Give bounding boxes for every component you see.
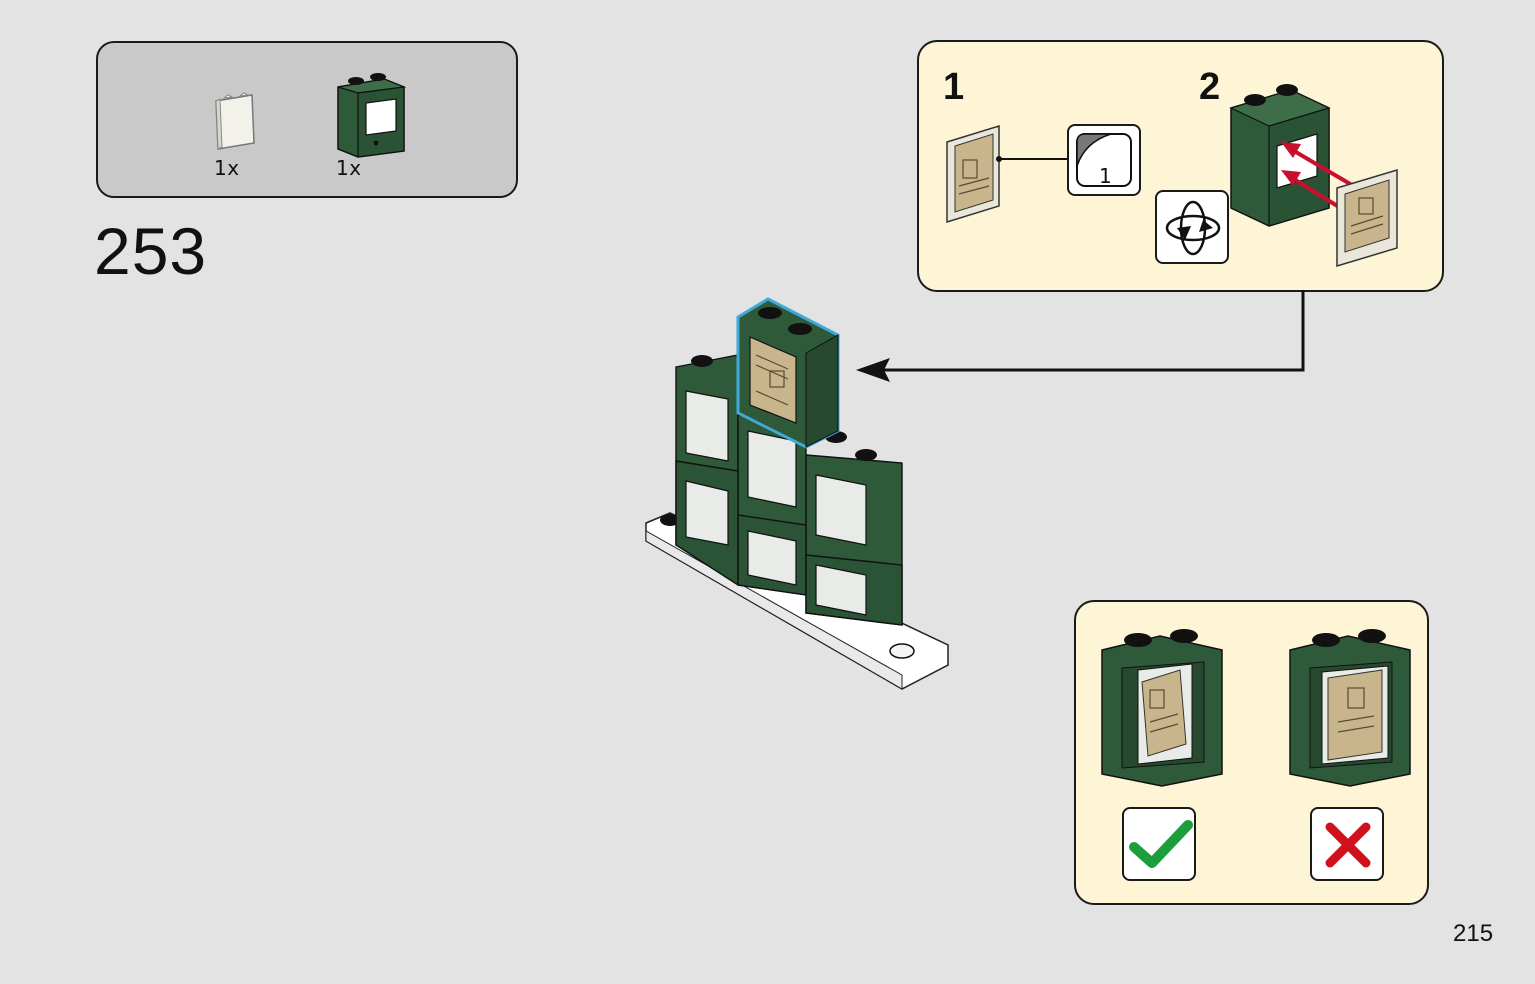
step-number: 253 (94, 214, 208, 288)
correct-orientation-illustration (1101, 629, 1223, 787)
red-x-icon (1325, 822, 1371, 868)
rotate-icon (1165, 200, 1221, 256)
window-frame-part-icon (337, 73, 407, 158)
glass-pane-part-icon (215, 92, 255, 150)
rotate-model-icon-box (1155, 190, 1229, 264)
sticker-pane-icon (946, 124, 1000, 224)
frame-insert-illustration (1229, 84, 1398, 268)
glass-pane-qty: 1x (214, 156, 240, 180)
sticker-number: 1 (1099, 164, 1112, 188)
correct-indicator-box (1122, 807, 1196, 881)
page-number: 215 (1453, 920, 1494, 947)
wrong-orientation-illustration (1289, 629, 1411, 787)
parts-list-box: 1x 1x (96, 41, 518, 198)
callout-pointer-arrow (856, 290, 1305, 382)
substep-1-number: 1 (943, 66, 965, 108)
substep-callout: 1 2 1 (917, 40, 1444, 292)
main-build-illustration (645, 297, 949, 690)
green-checkmark-icon (1129, 820, 1193, 868)
wrong-indicator-box (1310, 807, 1384, 881)
substep-2-number: 2 (1199, 66, 1221, 108)
sticker-connector-line (996, 156, 1069, 162)
window-frame-qty: 1x (336, 156, 362, 180)
sticker-sheet-icon: 1 (1067, 124, 1141, 196)
orientation-check-callout (1074, 600, 1429, 905)
sticker-page-icon (1076, 133, 1132, 187)
